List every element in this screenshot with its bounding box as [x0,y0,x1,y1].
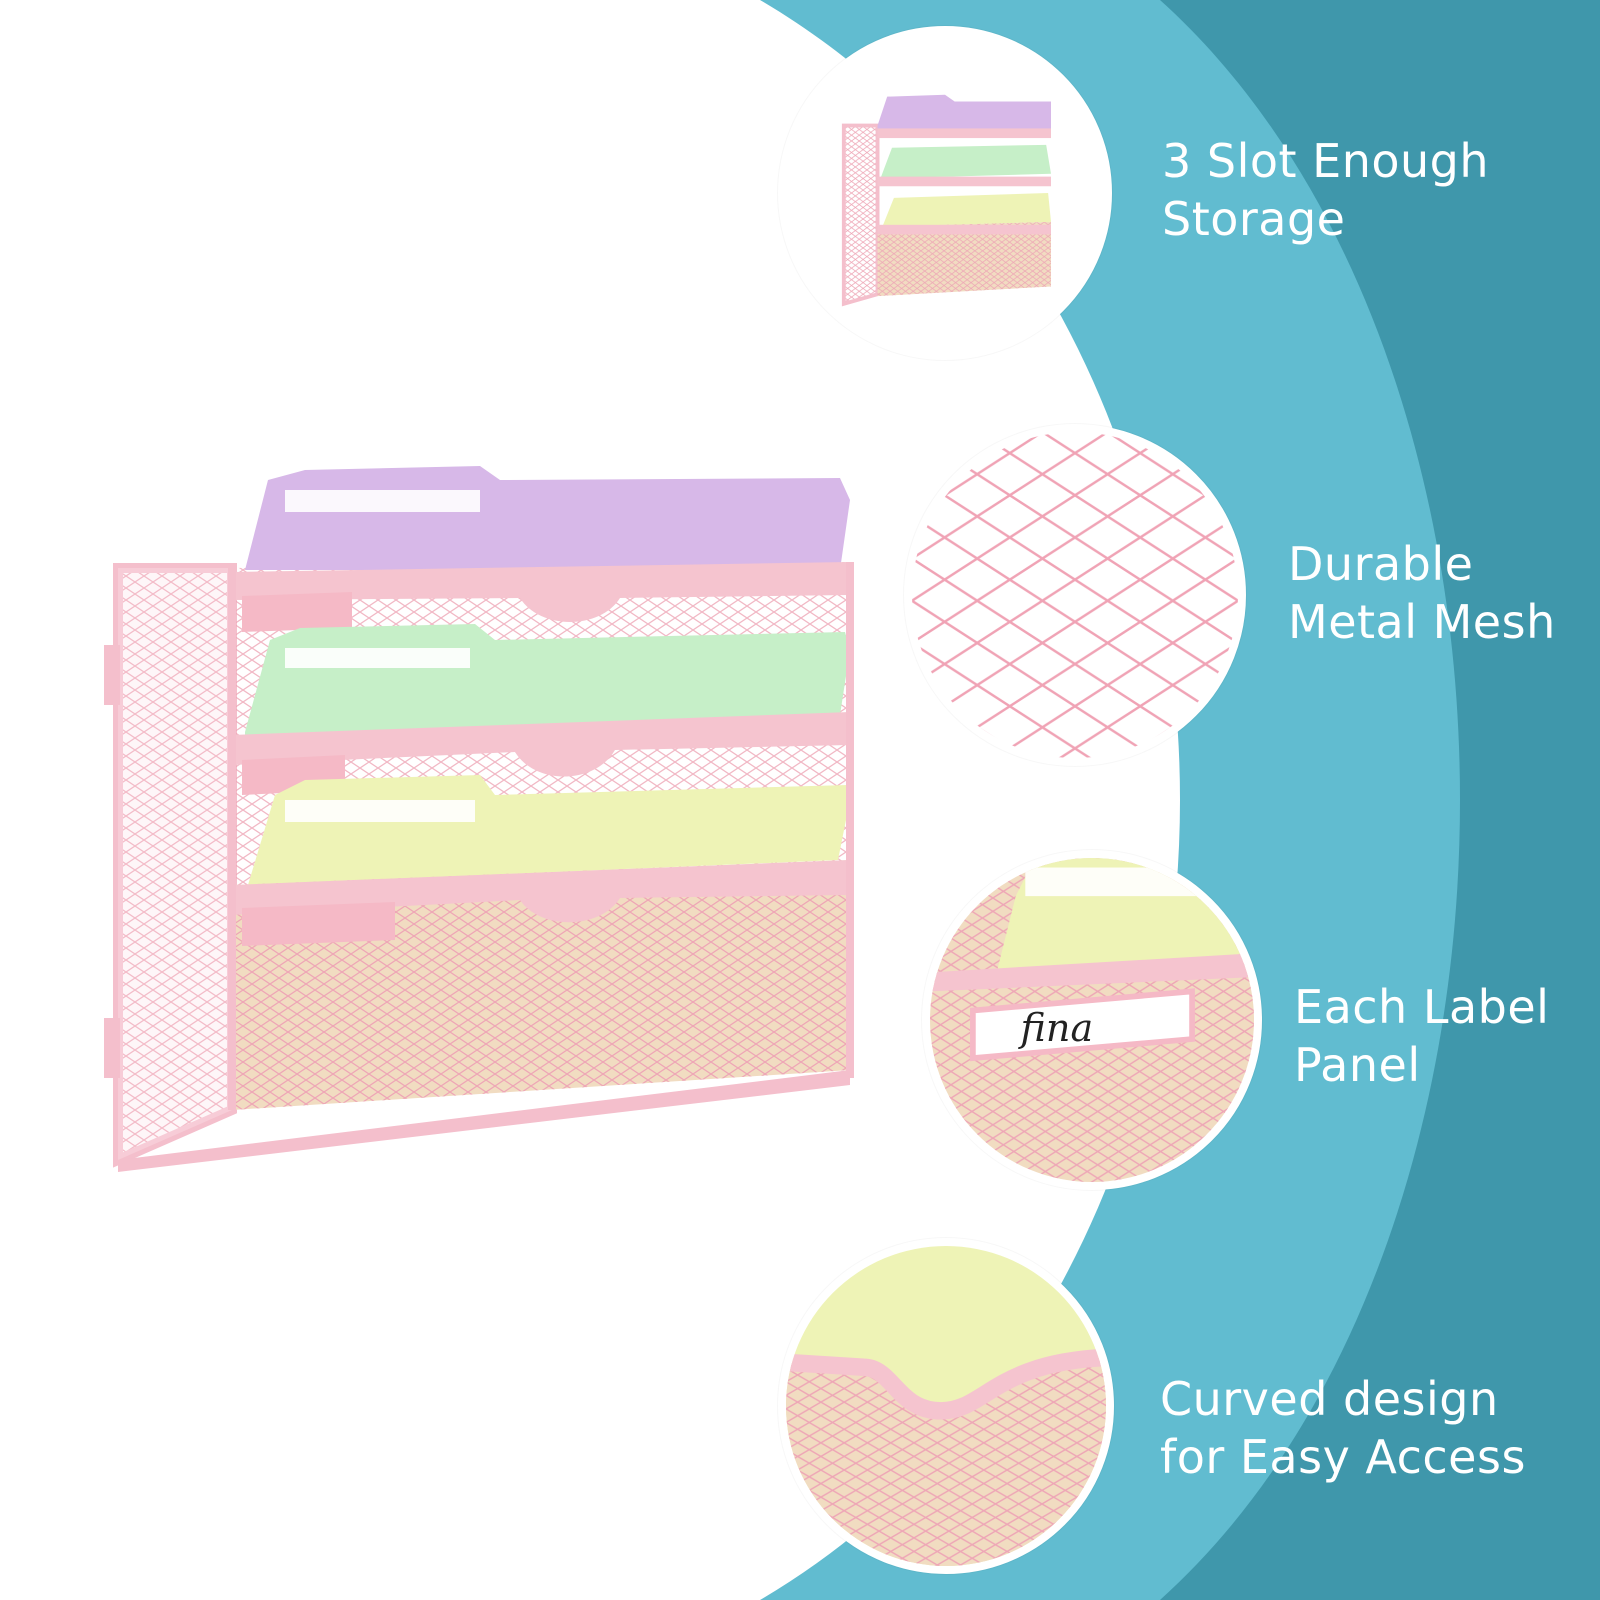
light-teal-arc [760,0,1600,1600]
dark-teal-arc [1160,0,1600,1600]
